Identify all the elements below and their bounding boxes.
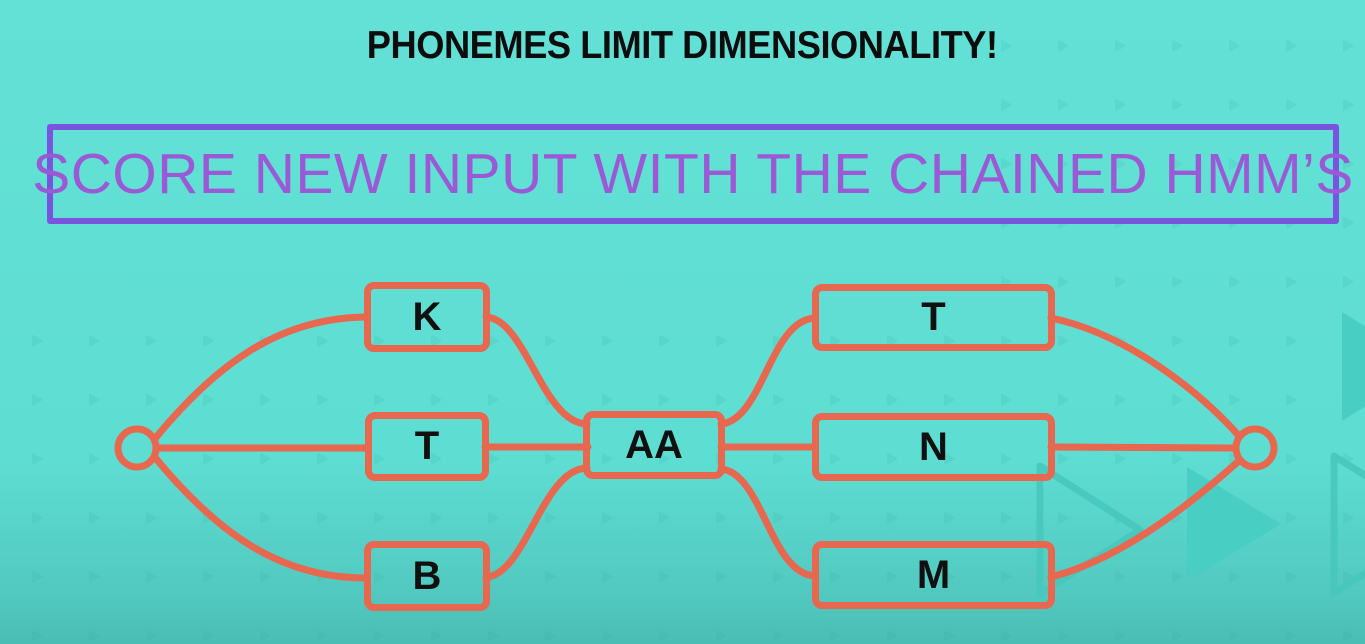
play-triangle-outline-partial-icon	[1330, 452, 1365, 597]
edge-aa-to-m	[717, 465, 819, 580]
edge-k-to-aa	[482, 313, 591, 428]
page-title: PHONEMES LIMIT DIMENSIONALITY!	[0, 24, 1365, 68]
play-triangle-solid-icon	[1187, 467, 1281, 581]
edge-start-to-b	[149, 451, 370, 582]
score-banner-text: SCORE NEW INPUT WITH THE CHAINED HMM’S	[32, 142, 1354, 206]
edge-b-to-aa	[482, 464, 591, 581]
edge-t-right-to-end	[1047, 314, 1244, 441]
phoneme-node-aa: AA	[583, 411, 725, 479]
score-banner: SCORE NEW INPUT WITH THE CHAINED HMM’S	[32, 124, 1353, 224]
phoneme-node-t-left-label: T	[414, 424, 440, 468]
phoneme-node-k: K	[364, 282, 490, 352]
edge-start-to-k	[149, 313, 370, 445]
diagram-edges	[149, 313, 1245, 582]
phoneme-node-t-right-label: T	[921, 295, 946, 339]
end-node-circle	[1232, 425, 1278, 471]
phoneme-node-b-label: B	[412, 553, 442, 598]
play-triangle-decorations	[1036, 312, 1365, 598]
edge-m-to-end	[1047, 455, 1245, 581]
phoneme-node-b: B	[364, 541, 490, 611]
start-node-circle	[114, 425, 160, 471]
phoneme-node-m-label: M	[916, 552, 951, 597]
edge-n-to-end	[1047, 443, 1241, 452]
phoneme-node-n-label: N	[919, 424, 948, 469]
phoneme-node-t-right: T	[812, 284, 1055, 351]
page-title-text: PHONEMES LIMIT DIMENSIONALITY!	[367, 24, 998, 67]
edge-aa-to-t-right	[717, 314, 819, 428]
phoneme-node-n: N	[812, 413, 1055, 481]
phoneme-node-m: M	[812, 541, 1055, 609]
phoneme-node-k-label: K	[412, 294, 442, 339]
phoneme-node-t-left: T	[365, 412, 489, 481]
phoneme-node-aa-label: AA	[625, 422, 683, 467]
play-triangle-solid-partial-icon	[1342, 312, 1365, 421]
